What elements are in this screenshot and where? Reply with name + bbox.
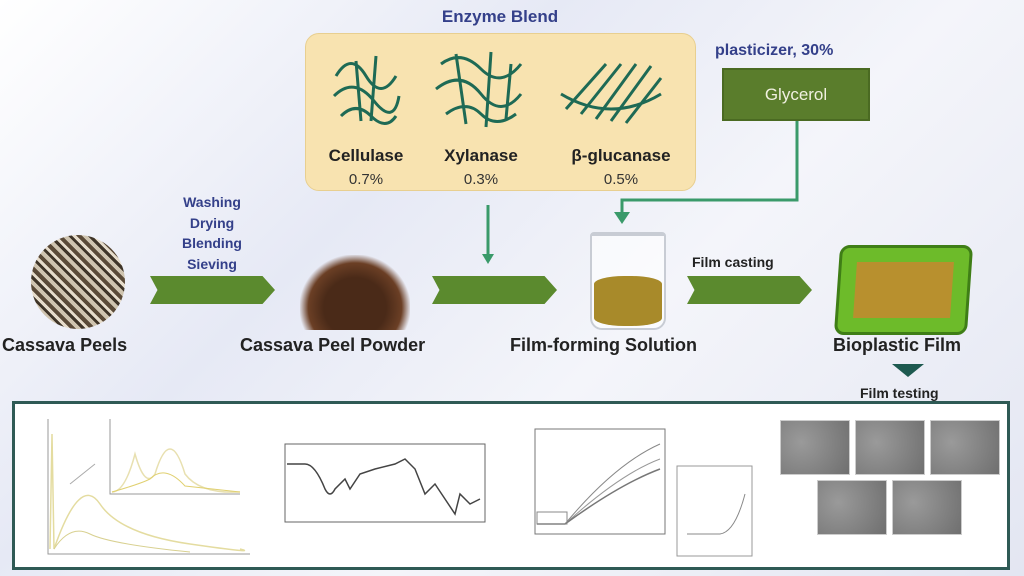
cassava-powder-image: [300, 255, 410, 330]
enzyme-blend-title: Enzyme Blend: [441, 7, 559, 26]
stage-film-forming-solution: Film-forming Solution: [510, 335, 697, 355]
cassava-peels-image: [31, 235, 125, 329]
bioplastic-tray-image: [833, 245, 974, 335]
beta-glucanase-structure-icon: [556, 39, 671, 134]
film-surface: [853, 262, 954, 318]
enzyme-amount-beta-glucanase: 0.5%: [603, 171, 639, 188]
film-casting-label: Film casting: [692, 254, 774, 270]
film-testing-arrow-icon: [892, 364, 924, 377]
xylanase-structure-icon: [431, 44, 531, 132]
step-drying: Drying: [189, 214, 235, 231]
flow-connector-arrows: [482, 121, 799, 264]
stage-cassava-peels: Cassava Peels: [2, 335, 128, 355]
enzyme-name-cellulase: Cellulase: [328, 146, 404, 165]
solution-liquid: [594, 276, 662, 326]
pretreatment-steps: Washing Drying Blending Sieving: [162, 192, 262, 274]
ftir-spectra-plot: [284, 443, 486, 523]
sem-image-1: [780, 420, 850, 475]
step-blending: Blending: [182, 235, 242, 251]
tga-inset-plot: [676, 465, 753, 557]
glycerol-box: Glycerol: [722, 68, 870, 121]
stage-cassava-peel-powder: Cassava Peel Powder: [240, 335, 426, 355]
enzyme-name-beta-glucanase: β-glucanase: [571, 146, 671, 165]
uv-spectra-plot: [47, 419, 250, 555]
process-arrow-2: [432, 276, 557, 304]
film-testing-panel: [12, 401, 1010, 570]
process-arrow-3: [687, 276, 812, 304]
beaker-image: [590, 232, 666, 330]
plasticizer-label: plasticizer, 30%: [715, 42, 834, 59]
tga-curves-plot: [534, 428, 666, 535]
step-sieving: Sieving: [187, 255, 237, 272]
sem-image-5: [892, 480, 962, 535]
enzyme-amount-xylanase: 0.3%: [463, 171, 499, 188]
enzyme-blend-box: Cellulase Xylanase β-glucanase 0.7% 0.3%…: [305, 33, 696, 191]
sem-image-4: [817, 480, 887, 535]
glycerol-to-solution-arrow: [620, 121, 799, 218]
process-arrow-1: [150, 276, 275, 304]
stage-bioplastic-film: Bioplastic Film: [833, 335, 962, 355]
sem-image-3: [930, 420, 1000, 475]
cellulase-structure-icon: [326, 46, 406, 131]
enzyme-amount-cellulase: 0.7%: [348, 171, 384, 188]
enzyme-name-xylanase: Xylanase: [444, 146, 518, 165]
sem-image-2: [855, 420, 925, 475]
film-testing-label: Film testing: [860, 385, 939, 401]
step-washing: Washing: [183, 194, 241, 210]
